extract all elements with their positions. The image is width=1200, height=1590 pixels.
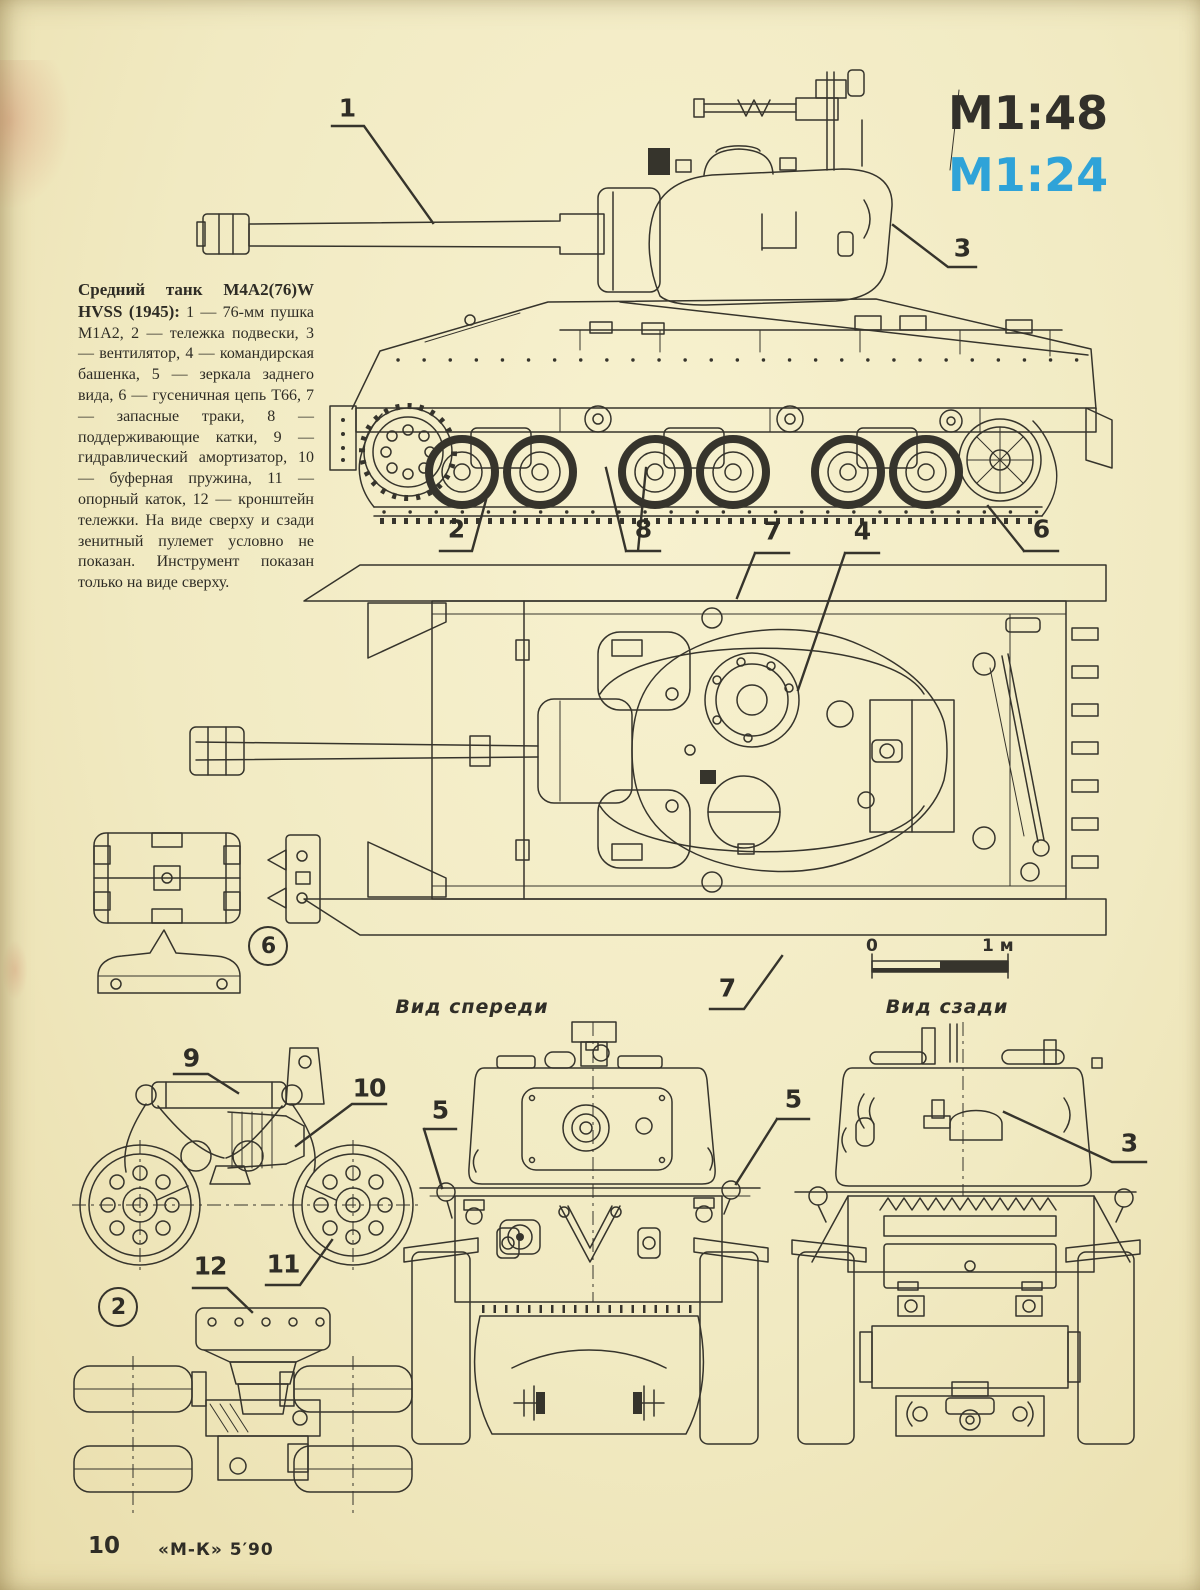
scale-bar-zero: 0 [866, 936, 878, 956]
view-label-front: Вид спереди [395, 996, 549, 1018]
bogie-detail-drawing [72, 1047, 421, 1272]
exhaust-louvres [859, 1325, 1081, 1397]
front-view-drawing [403, 1021, 769, 1445]
top-view-drawing [189, 564, 1107, 936]
callout-shock-absorber: 9 [182, 1043, 200, 1073]
scale-label-1-24: М1:24 [948, 148, 1109, 202]
parts-description: Средний танк М4А2(76)W HVSS (1945): 1 — … [78, 280, 314, 594]
shock-absorber [135, 1081, 303, 1109]
callout-track-chain: 6 [1032, 514, 1050, 544]
page-number: 10 [88, 1533, 121, 1559]
road-wheels [425, 435, 963, 509]
callout-buffer-spring: 10 [352, 1073, 387, 1103]
leader-lines [172, 124, 1148, 1314]
callout-mirror-right: 5 [784, 1084, 802, 1114]
description-title: Средний танк М4А2(76)W HVSS (1945): [78, 280, 314, 321]
gun-mantlet [597, 187, 661, 293]
view-label-rear: Вид сзади [885, 996, 1009, 1018]
driver-hatches [597, 631, 691, 869]
bogie-road-wheel-left [79, 1144, 201, 1266]
rear-tracks [791, 1239, 1141, 1445]
callout-cupola: 4 [853, 516, 871, 546]
axle-detail-drawing [73, 1307, 413, 1516]
callout-spare-tracks-bottom: 7 [718, 973, 736, 1003]
scale-bar-one: 1 м [982, 936, 1014, 956]
scale-label-1-48: М1:48 [948, 86, 1109, 140]
callout-bracket: 12 [193, 1251, 228, 1281]
callout-ventilator-side: 3 [953, 233, 971, 263]
buffer-spring [227, 1111, 305, 1169]
front-tracks [403, 1237, 769, 1445]
suspension [358, 403, 1058, 524]
engine-deck [869, 613, 1099, 887]
callout-road-wheel: 11 [266, 1249, 301, 1279]
callout-mirror-left: 5 [431, 1095, 449, 1125]
gun-barrel [196, 213, 605, 255]
callout-gun: 1 [338, 93, 356, 123]
magazine-issue: «М-К» 5′90 [158, 1540, 274, 1560]
callout-ventilator-rear: 3 [1120, 1128, 1138, 1158]
callout-bogie: 2 [447, 514, 465, 544]
track-link-detail-drawing [93, 832, 321, 994]
front-mantlet [521, 1087, 673, 1171]
rear-view-mirrors-front [436, 1180, 741, 1219]
callout-circled-track: 6 [248, 926, 288, 966]
description-body: 1 — 76-мм пушка М1А2, 2 — тележка подвес… [78, 303, 314, 592]
aa-machine-gun [648, 69, 960, 175]
callout-support-rollers: 8 [634, 514, 652, 544]
callout-spare-tracks: 7 [763, 516, 781, 546]
turret [648, 145, 893, 306]
bogie-road-wheel-right [292, 1144, 414, 1266]
hull-side [329, 298, 1113, 471]
scale-bar-drawing [871, 953, 1009, 979]
rear-view-drawing [791, 1022, 1141, 1445]
turret-ventilator [923, 1099, 1003, 1141]
turret-top [189, 628, 948, 873]
side-view-drawing [196, 69, 1113, 524]
callout-circled-bogie: 2 [98, 1287, 138, 1327]
